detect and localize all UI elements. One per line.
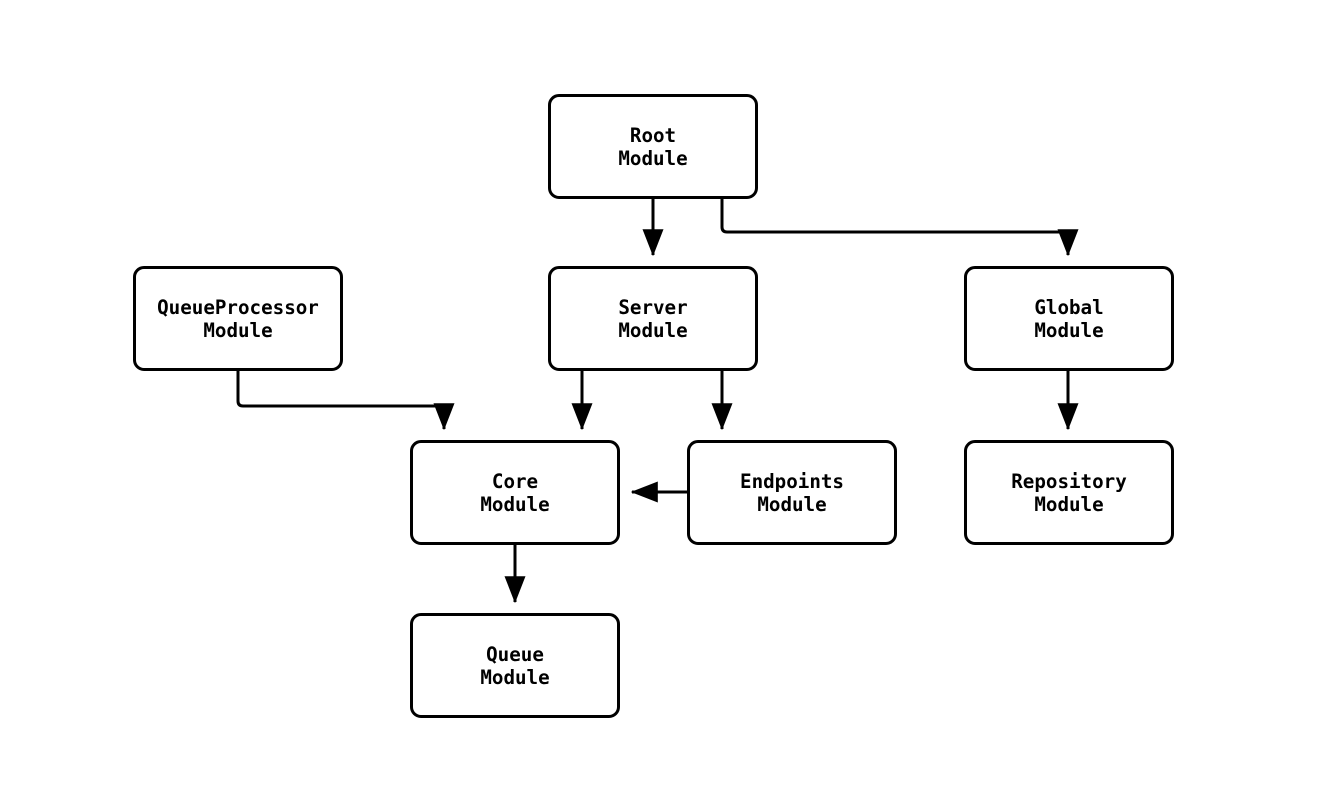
node-label-line1: Repository xyxy=(1011,469,1127,493)
node-root-module[interactable]: Root Module xyxy=(548,94,758,199)
node-label-line1: QueueProcessor xyxy=(157,295,319,319)
node-label-line1: Root xyxy=(629,123,677,147)
node-label-line1: Core xyxy=(491,469,539,493)
node-label-line2: Module xyxy=(1034,492,1104,516)
node-queue-module[interactable]: Queue Module xyxy=(410,613,620,718)
edge-root-to-global xyxy=(720,199,1079,257)
node-label-line2: Module xyxy=(618,318,688,342)
node-repository-module[interactable]: Repository Module xyxy=(964,440,1174,545)
node-queueprocessor-module[interactable]: QueueProcessor Module xyxy=(133,266,343,371)
node-label-line2: Module xyxy=(757,492,827,516)
node-endpoints-module[interactable]: Endpoints Module xyxy=(687,440,897,545)
node-server-module[interactable]: Server Module xyxy=(548,266,758,371)
node-label-line2: Module xyxy=(480,492,550,516)
node-core-module[interactable]: Core Module xyxy=(410,440,620,545)
node-label-line1: Endpoints xyxy=(740,469,844,493)
node-label-line2: Module xyxy=(618,146,688,170)
edge-queueprocessor-to-core xyxy=(236,371,455,431)
node-label-line2: Module xyxy=(480,665,550,689)
node-global-module[interactable]: Global Module xyxy=(964,266,1174,371)
node-label-line2: Module xyxy=(1034,318,1104,342)
node-label-line2: Module xyxy=(203,318,273,342)
node-label-line1: Server xyxy=(618,295,688,319)
node-label-line1: Queue xyxy=(486,642,544,666)
node-label-line1: Global xyxy=(1034,295,1104,319)
